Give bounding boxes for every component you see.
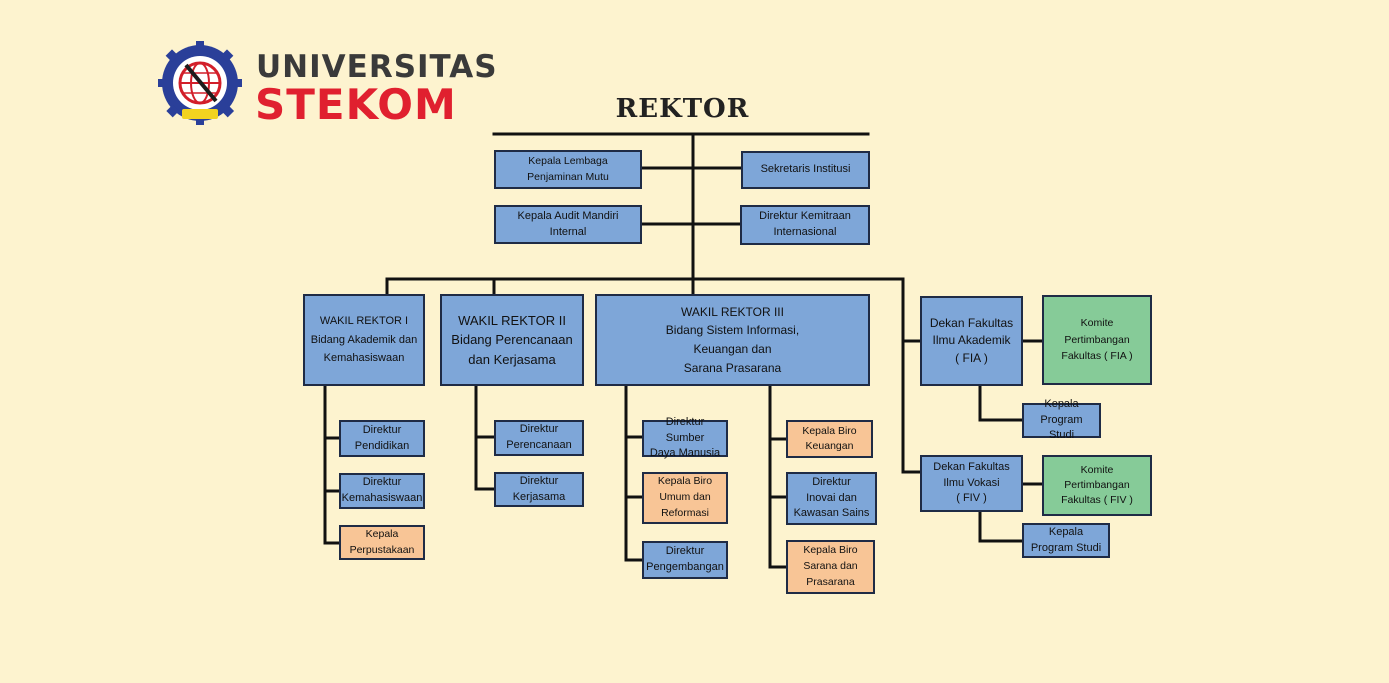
university-seal-icon <box>158 41 242 125</box>
box-wr2: WAKIL REKTOR II Bidang Perencanaan dan K… <box>440 294 584 386</box>
box-dekan-fiv: Dekan Fakultas Ilmu Vokasi ( FIV ) <box>920 455 1023 512</box>
rektor-title: REKTOR <box>615 94 750 124</box>
box-biro-keuangan: Kepala Biro Keuangan <box>786 420 873 458</box>
box-dekan-fia: Dekan Fakultas Ilmu Akademik ( FIA ) <box>920 296 1023 386</box>
box-wr1: WAKIL REKTOR I Bidang Akademik dan Kemah… <box>303 294 425 386</box>
box-komite-fia: Komite Pertimbangan Fakultas ( FIA ) <box>1042 295 1152 385</box>
box-wr3: WAKIL REKTOR III Bidang Sistem Informasi… <box>595 294 870 386</box>
box-perencanaan: Direktur Perencanaan <box>494 420 584 456</box>
box-biro-sarana: Kepala Biro Sarana dan Prasarana <box>786 540 875 594</box>
box-prodi-fiv: Kepala Program Studi <box>1022 523 1110 558</box>
box-pendidikan: Direktur Pendidikan <box>339 420 425 457</box>
box-komite-fiv: Komite Pertimbangan Fakultas ( FIV ) <box>1042 455 1152 516</box>
box-kerjasama: Direktur Kerjasama <box>494 472 584 507</box>
box-kemitraan: Direktur Kemitraan Internasional <box>740 205 870 245</box>
box-pengembangan: Direktur Pengembangan <box>642 541 728 579</box>
box-sdm: Direktur Sumber Daya Manusia <box>642 416 728 459</box>
box-sekretaris: Sekretaris Institusi <box>741 151 870 189</box>
box-inovasi: Direktur Inovai dan Kawasan Sains <box>786 472 877 525</box>
box-prodi-fia: Kepala Program Studi <box>1022 398 1101 441</box>
logo-stekom-text: STEKOM <box>255 80 457 129</box>
box-lpm: Kepala Lembaga Penjaminan Mutu <box>494 150 642 189</box>
box-audit: Kepala Audit Mandiri Internal <box>494 205 642 244</box>
box-biro-umum: Kepala Biro Umum dan Reformasi <box>642 472 728 524</box>
box-kemahasiswaan: Direktur Kemahasiswaan <box>339 473 425 509</box>
logo-universitas-text: UNIVERSITAS <box>256 49 498 85</box>
box-perpustakaan: Kepala Perpustakaan <box>339 525 425 560</box>
fia-prodi-connector <box>978 384 1024 422</box>
fiv-prodi-connector <box>978 510 1024 543</box>
